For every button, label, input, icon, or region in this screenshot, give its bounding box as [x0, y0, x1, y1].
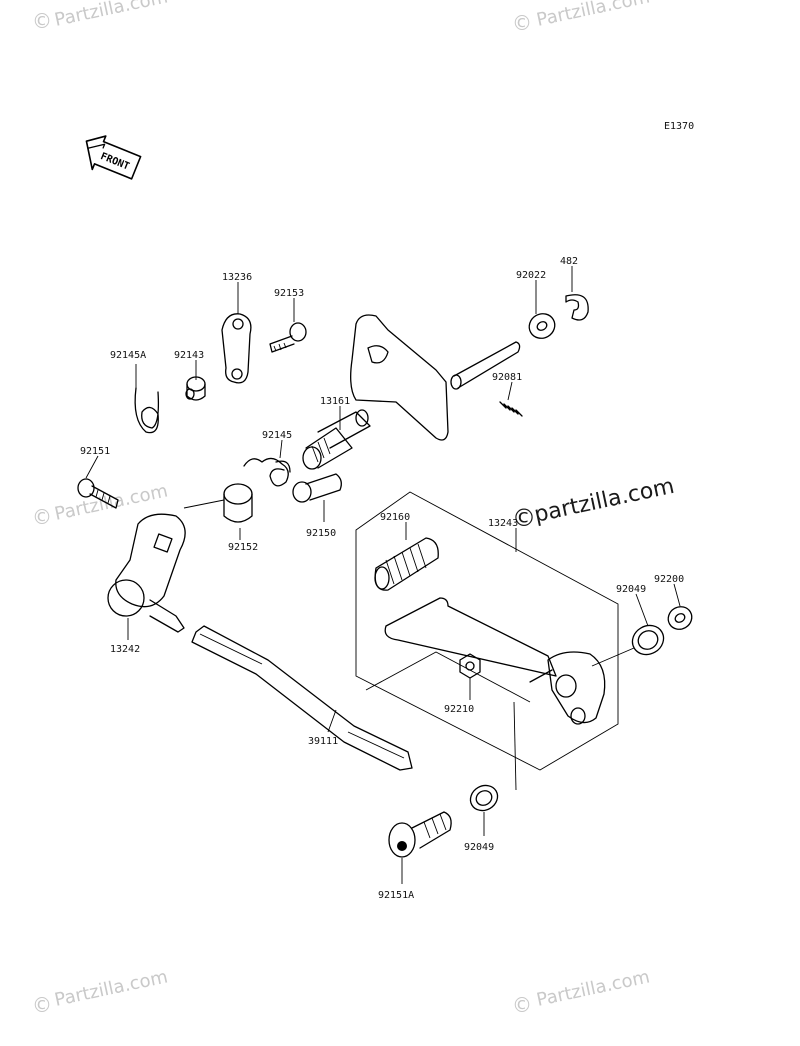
copyright-symbol: ©: [512, 993, 532, 1017]
part-label[interactable]: 13242: [110, 644, 140, 655]
part-label[interactable]: 92143: [174, 350, 204, 361]
part-92145-torsion-spring: [243, 457, 291, 487]
part-92143-collar: [185, 376, 206, 401]
part-label[interactable]: 482: [560, 256, 578, 267]
part-label[interactable]: 92049: [464, 842, 494, 853]
part-92151A-bolt: [388, 811, 452, 858]
copyright-symbol: ©: [512, 504, 536, 532]
part-13236-link-plate: [221, 313, 252, 384]
watermark-top-right: © Partzilla.com: [512, 0, 652, 35]
part-shift-shaft-assembly: [317, 314, 521, 449]
assembly-box-13243: [355, 491, 619, 771]
watermark-bottom-right: © Partzilla.com: [512, 966, 652, 1017]
part-13243-pedal-arm: [384, 597, 606, 725]
part-92049-seal-lower: [469, 784, 499, 812]
watermark-top-left: © Partzilla.com: [32, 0, 170, 33]
part-label[interactable]: 92145A: [110, 350, 146, 361]
part-92200-washer: [667, 606, 693, 630]
part-label[interactable]: 92081: [492, 372, 522, 383]
watermark-text: partzilla.com: [532, 474, 677, 528]
part-labels: 13236 92153 92145A 92143 92022 482 92081…: [80, 256, 684, 901]
part-label[interactable]: 92160: [380, 512, 410, 523]
watermark-text: Partzilla.com: [53, 966, 170, 1010]
part-92151-bolt: [77, 478, 119, 509]
part-label[interactable]: 13236: [222, 272, 252, 283]
part-13242-lever: [107, 513, 186, 633]
part-label[interactable]: 92151: [80, 446, 110, 457]
diagram-code: E1370: [664, 121, 694, 132]
part-92022-washer: [528, 313, 556, 339]
watermark-bottom-left: © Partzilla.com: [32, 966, 170, 1017]
watermark-text: Partzilla.com: [535, 0, 652, 31]
copyright-symbol: ©: [32, 9, 52, 33]
part-label[interactable]: 92153: [274, 288, 304, 299]
part-13161-gear: [302, 427, 353, 470]
part-label[interactable]: 92049: [616, 584, 646, 595]
part-92081-spring: [499, 401, 523, 417]
part-label[interactable]: 92145: [262, 430, 292, 441]
part-label[interactable]: 92152: [228, 542, 258, 553]
part-92150-bolt: [292, 473, 342, 503]
part-92210-nut: [459, 653, 481, 679]
watermark-mid-left: © Partzilla.com: [32, 480, 170, 529]
copyright-symbol: ©: [32, 993, 52, 1017]
part-92160-spring: [374, 537, 439, 591]
watermark-center: © partzilla.com: [512, 474, 677, 532]
part-39111-rod: [191, 625, 413, 771]
part-label[interactable]: 92150: [306, 528, 336, 539]
part-92153-bolt: [269, 322, 307, 353]
leader-lines: [85, 266, 681, 884]
part-label[interactable]: 92022: [516, 270, 546, 281]
part-label[interactable]: 92151A: [378, 890, 414, 901]
front-label: FRONT: [99, 151, 131, 172]
part-label[interactable]: 92210: [444, 704, 474, 715]
watermark-text: Partzilla.com: [53, 0, 170, 31]
copyright-symbol: ©: [32, 505, 52, 529]
copyright-symbol: ©: [512, 11, 532, 35]
watermark-text: Partzilla.com: [535, 966, 652, 1010]
part-label[interactable]: 39111: [308, 736, 338, 747]
part-92152-collar: [223, 483, 253, 523]
part-92145A-spring: [134, 387, 160, 434]
part-482-circlip: [565, 294, 589, 321]
watermark-text: Partzilla.com: [53, 480, 170, 524]
part-label[interactable]: 13243: [488, 518, 518, 529]
part-label[interactable]: 92200: [654, 574, 684, 585]
front-arrow-icon: FRONT: [85, 135, 142, 180]
part-label[interactable]: 13161: [320, 396, 350, 407]
part-92049-seal-upper: [631, 624, 665, 656]
